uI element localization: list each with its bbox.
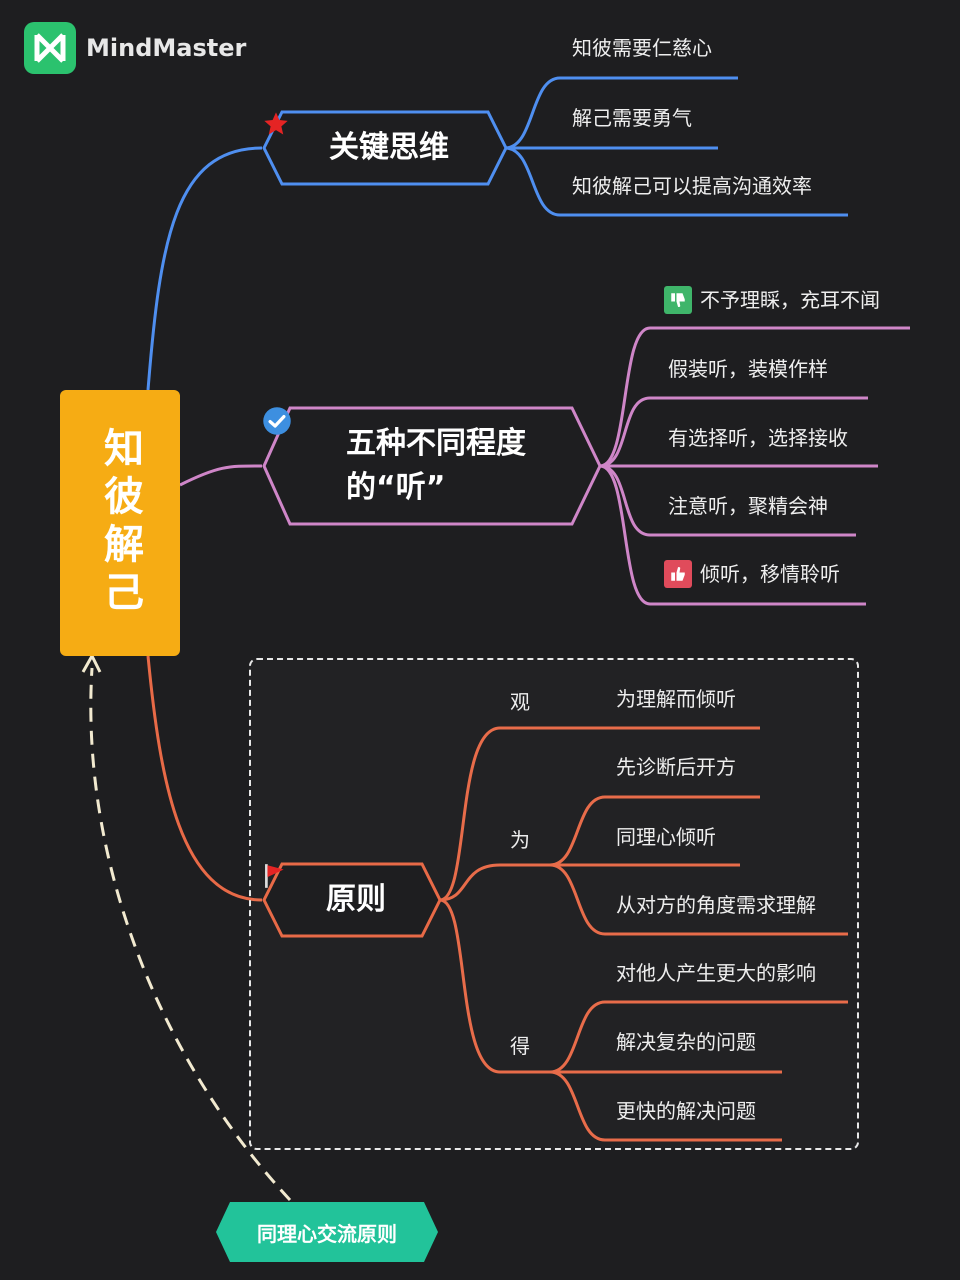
- arrowhead: [81, 652, 102, 673]
- listen-item-1[interactable]: 不予理睬，充耳不闻: [664, 286, 880, 314]
- key-item-2[interactable]: 解己需要勇气: [572, 106, 692, 130]
- topic-principles[interactable]: 原则: [262, 862, 442, 938]
- root-node[interactable]: 知彼解己: [60, 390, 180, 656]
- key-item-1[interactable]: 知彼需要仁慈心: [572, 36, 712, 60]
- topic-listening[interactable]: 五种不同程度 的“听”: [262, 406, 602, 526]
- group-label-de[interactable]: 得: [510, 1034, 530, 1058]
- brand-name: MindMaster: [86, 34, 247, 62]
- footer-tag-label: 同理心交流原则: [257, 1221, 397, 1246]
- connector-root-principles: [146, 655, 263, 902]
- mindmaster-logo-icon: [24, 22, 76, 74]
- group-label-wei[interactable]: 为: [510, 828, 530, 852]
- connector-group-wei: [439, 863, 550, 902]
- topic-key-thinking-title: 关键思维: [329, 130, 449, 165]
- key-item-3[interactable]: 知彼解己可以提高沟通效率: [572, 174, 812, 198]
- connector-group-guan: [439, 726, 760, 902]
- guan-item-1[interactable]: 为理解而倾听: [616, 687, 736, 711]
- de-item-2[interactable]: 解决复杂的问题: [616, 1030, 756, 1054]
- brand-logo: MindMaster: [24, 22, 246, 74]
- wei-item-1[interactable]: 先诊断后开方: [616, 755, 736, 779]
- topic-principles-title: 原则: [326, 882, 386, 917]
- footer-tag[interactable]: 同理心交流原则: [214, 1200, 440, 1264]
- connector-group-de: [439, 898, 550, 1074]
- listen-item-2[interactable]: 假装听，装模作样: [668, 357, 828, 381]
- connector-de-1: [549, 1000, 848, 1074]
- listen-item-4[interactable]: 注意听，聚精会神: [668, 494, 828, 518]
- topic-listening-title-line2: 的“听”: [346, 470, 446, 505]
- connector-key-3: [504, 146, 848, 217]
- connector-listen-4: [599, 464, 856, 537]
- thumbs-up-icon: [664, 560, 692, 588]
- listen-item-5[interactable]: 倾听，移情聆听: [664, 560, 840, 588]
- root-title: 知彼解己: [97, 427, 143, 619]
- wei-item-2[interactable]: 同理心倾听: [616, 825, 716, 849]
- dashed-arrow-footer-to-root: [89, 667, 292, 1202]
- de-item-1[interactable]: 对他人产生更大的影响: [616, 961, 816, 985]
- de-item-3[interactable]: 更快的解决问题: [616, 1099, 756, 1123]
- connector-de-3: [549, 1070, 782, 1142]
- principles-group-frame: [249, 658, 859, 1150]
- thumbs-down-icon: [664, 286, 692, 314]
- listen-item-3[interactable]: 有选择听，选择接收: [668, 426, 848, 450]
- connector-root-listening: [179, 464, 263, 487]
- topic-listening-title-line1: 五种不同程度: [346, 426, 526, 461]
- connector-root-key-thinking: [146, 146, 263, 391]
- topic-key-thinking[interactable]: 关键思维: [262, 110, 508, 186]
- connector-wei-3: [549, 863, 848, 936]
- group-label-guan[interactable]: 观: [510, 690, 530, 714]
- connector-wei-1: [549, 795, 760, 867]
- connector-listen-1: [599, 326, 910, 468]
- connector-listen-5: [599, 464, 866, 606]
- connector-key-1: [504, 76, 738, 150]
- wei-item-3[interactable]: 从对方的角度需求理解: [616, 893, 816, 917]
- connector-listen-2: [599, 396, 868, 468]
